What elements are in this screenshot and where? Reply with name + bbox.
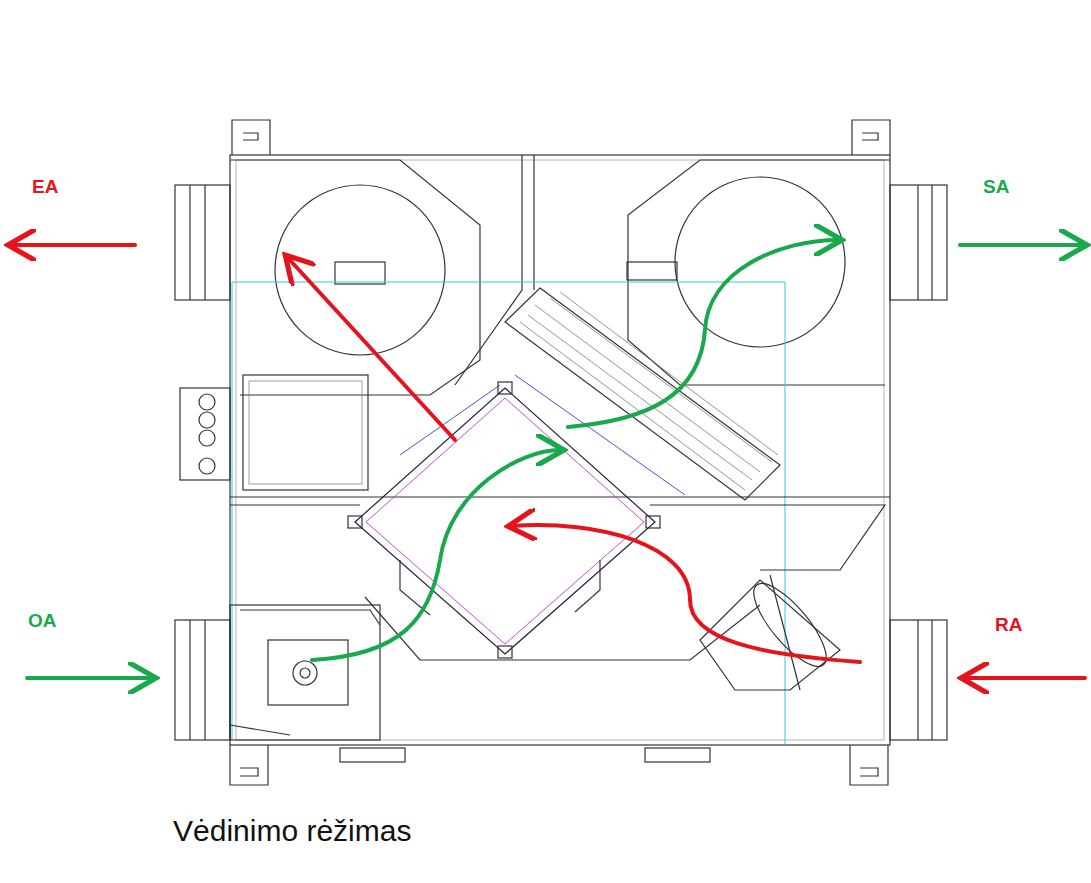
flow-label: EA: [32, 177, 58, 196]
caption: Vėdinimo rėžimas: [173, 816, 411, 846]
flow-label: RA: [995, 615, 1022, 634]
flow-label: OA: [28, 611, 57, 630]
flow-label: SA: [983, 177, 1009, 196]
